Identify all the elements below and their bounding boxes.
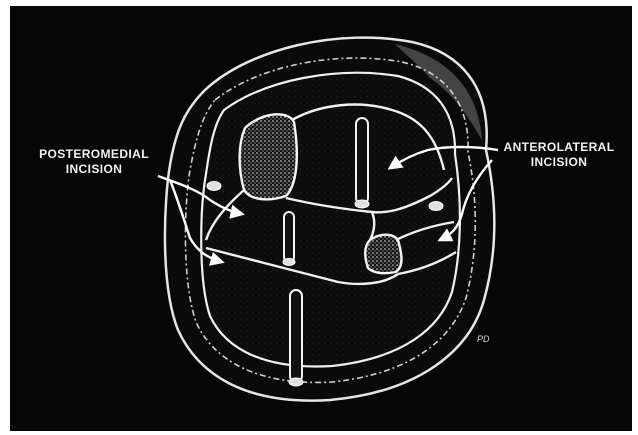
anterolateral-incision-label: ANTEROLATERAL INCISION (484, 140, 634, 170)
posteromedial-incision-label: POSTEROMEDIAL INCISION (19, 147, 169, 177)
posteromedial-label-line1: POSTEROMEDIAL (19, 147, 169, 162)
deep-fascia (201, 73, 460, 367)
tibia-bone (240, 114, 297, 199)
fibula-bone (365, 235, 401, 273)
posteromedial-label-line2: INCISION (19, 162, 169, 177)
artist-signature: PD (477, 334, 490, 344)
anterolateral-label-line1: ANTEROLATERAL (484, 140, 634, 155)
anterolateral-label-line2: INCISION (484, 155, 634, 170)
